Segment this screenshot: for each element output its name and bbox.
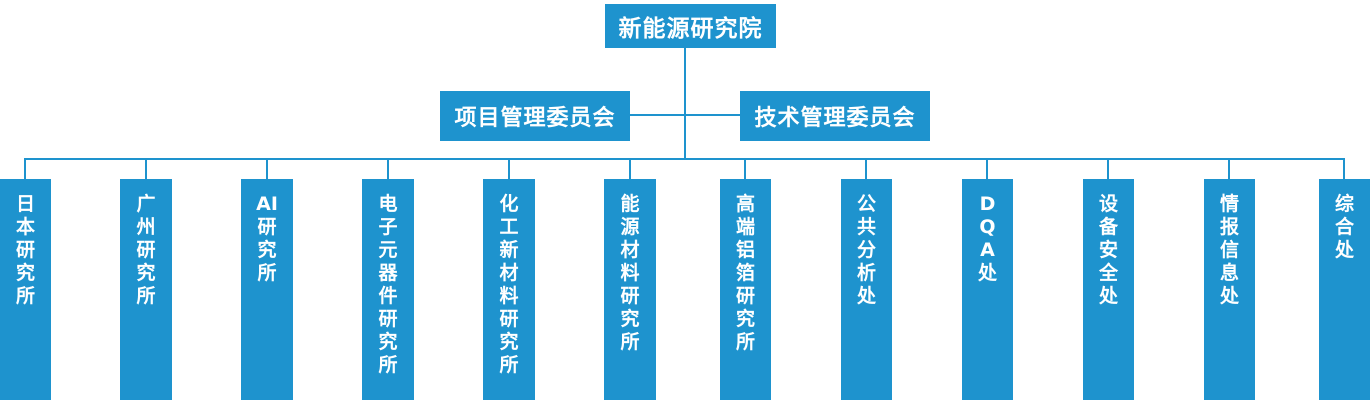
connector-stub-line	[1107, 158, 1109, 180]
department-label: 公 共 分 析 处	[856, 193, 876, 307]
connector-stub-line	[1343, 158, 1345, 180]
department-node: 广 州 研 究 所	[120, 179, 172, 400]
connector-stub-line	[24, 158, 26, 180]
committee-node-label: 项目管理委员会	[454, 106, 616, 131]
connector-stub-line	[145, 158, 147, 180]
connector-stub-line	[266, 158, 268, 180]
connector-stub-line	[508, 158, 510, 180]
connector-distribution-line	[24, 158, 1345, 160]
connector-stub-line	[865, 158, 867, 180]
committee-node-project-management: 项目管理委员会	[440, 91, 630, 141]
department-label: 设 备 安 全 处	[1098, 193, 1118, 307]
connector-stub-line	[629, 158, 631, 180]
connector-stub-line	[387, 158, 389, 180]
committee-node-label: 技术管理委员会	[754, 106, 916, 131]
connector-trunk-line	[684, 47, 686, 160]
connector-committee-right-line	[684, 114, 741, 116]
department-label: 高 端 铝 箔 研 究 所	[735, 193, 755, 353]
connector-stub-line	[744, 158, 746, 180]
department-label: 情 报 信 息 处	[1219, 193, 1239, 307]
department-node: 设 备 安 全 处	[1083, 179, 1134, 400]
department-node: 情 报 信 息 处	[1204, 179, 1255, 400]
connector-committee-left-line	[630, 114, 686, 116]
department-label: D Q A 处	[977, 193, 997, 284]
department-label: 化 工 新 材 料 研 究 所	[499, 193, 519, 376]
department-label: 广 州 研 究 所	[136, 193, 156, 307]
department-node: AI 研 究 所	[241, 179, 293, 400]
department-node: D Q A 处	[962, 179, 1013, 400]
committee-node-technical-management: 技术管理委员会	[740, 91, 930, 141]
connector-stub-line	[986, 158, 988, 180]
department-node: 综 合 处	[1319, 179, 1370, 400]
department-label: 日 本 研 究 所	[15, 193, 35, 307]
department-node: 能 源 材 料 研 究 所	[604, 179, 656, 400]
root-node-label: 新能源研究院	[618, 16, 763, 42]
department-node: 电 子 元 器 件 研 究 所	[362, 179, 414, 400]
department-node: 高 端 铝 箔 研 究 所	[720, 179, 771, 400]
department-node: 化 工 新 材 料 研 究 所	[483, 179, 535, 400]
department-label: AI 研 究 所	[256, 193, 278, 284]
connector-stub-line	[1228, 158, 1230, 180]
department-label: 能 源 材 料 研 究 所	[620, 193, 640, 353]
department-node: 公 共 分 析 处	[841, 179, 892, 400]
department-label: 综 合 处	[1334, 193, 1354, 261]
root-node: 新能源研究院	[605, 4, 776, 48]
department-label: 电 子 元 器 件 研 究 所	[378, 193, 398, 376]
department-node: 日 本 研 究 所	[0, 179, 51, 400]
